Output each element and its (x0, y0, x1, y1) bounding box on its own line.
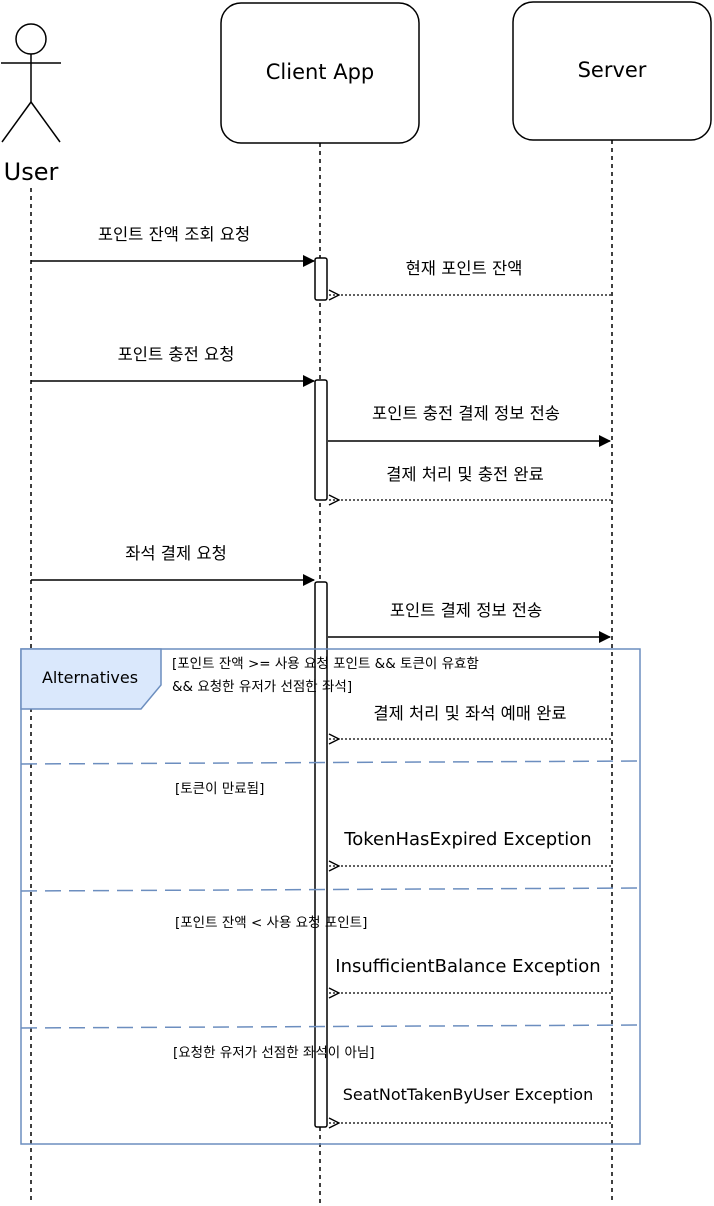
alt-guard-condition: [포인트 잔액 >= 사용 요청 포인트 && 토큰이 유효함 (172, 656, 479, 672)
alt-section-divider (20, 760, 641, 765)
message-charge-request: 포인트 충전 요청 (31, 345, 315, 387)
alt-guard-condition: [포인트 잔액 < 사용 요청 포인트] (175, 915, 367, 931)
message-charge-complete-return: 결제 처리 및 충전 완료 (329, 465, 611, 500)
alt-section-divider (20, 1024, 641, 1029)
message-balance-request: 포인트 잔액 조회 요청 (31, 225, 315, 267)
alt-section-token-expired: [토큰이 만료됨] TokenHasExpired Exception (175, 781, 611, 866)
server-label: Server (578, 58, 647, 82)
user-actor: User (1, 23, 61, 186)
alt-section-divider (20, 887, 641, 892)
message-label: TokenHasExpired Exception (343, 829, 591, 850)
alt-frame-border (20, 648, 641, 1145)
message-label: 포인트 잔액 조회 요청 (98, 225, 250, 244)
alt-guard-condition: [요청한 유저가 선점한 좌석이 아님] (173, 1045, 375, 1061)
message-balance-return: 현재 포인트 잔액 (329, 259, 611, 295)
message-label: 포인트 결제 정보 전송 (390, 601, 542, 620)
client-app-participant: Client App (220, 2, 420, 144)
message-label: 좌석 결제 요청 (125, 544, 227, 563)
alt-guard-condition: && 요청한 유저가 선점한 좌석] (172, 679, 352, 695)
alt-section-insufficient-balance: [포인트 잔액 < 사용 요청 포인트] InsufficientBalance… (175, 915, 611, 993)
message-seat-payment-send: 포인트 결제 정보 전송 (328, 601, 611, 643)
alt-section-seat-not-taken: [요청한 유저가 선점한 좌석이 아님] SeatNotTakenByUser … (173, 1045, 611, 1123)
client-app-label: Client App (266, 60, 375, 84)
message-label: 포인트 충전 결제 정보 전송 (372, 404, 560, 423)
activation-bar-seat-payment (314, 581, 328, 1128)
alt-frame-label: Alternatives (42, 668, 138, 687)
alt-guard-condition: [토큰이 만료됨] (175, 781, 264, 797)
activation-bar-charge (314, 379, 328, 501)
alt-frame-label-tab (20, 648, 162, 710)
alt-section-success: [포인트 잔액 >= 사용 요청 포인트 && 토큰이 유효함 && 요청한 유… (172, 656, 611, 739)
message-label: SeatNotTakenByUser Exception (343, 1085, 593, 1104)
message-charge-payment-send: 포인트 충전 결제 정보 전송 (328, 404, 611, 447)
message-label: 결제 처리 및 충전 완료 (386, 465, 544, 484)
server-participant: Server (512, 1, 712, 141)
message-label: 현재 포인트 잔액 (406, 259, 523, 278)
message-label: 포인트 충전 요청 (118, 345, 235, 364)
user-label: User (4, 158, 59, 186)
activation-bar-balance (314, 257, 328, 301)
message-label: 결제 처리 및 좌석 예매 완료 (373, 704, 566, 723)
user-icon (1, 23, 61, 143)
message-label: InsufficientBalance Exception (335, 956, 600, 977)
alt-frame: Alternatives [포인트 잔액 >= 사용 요청 포인트 && 토큰이… (20, 648, 641, 1145)
message-seat-payment-request: 좌석 결제 요청 (31, 544, 315, 586)
